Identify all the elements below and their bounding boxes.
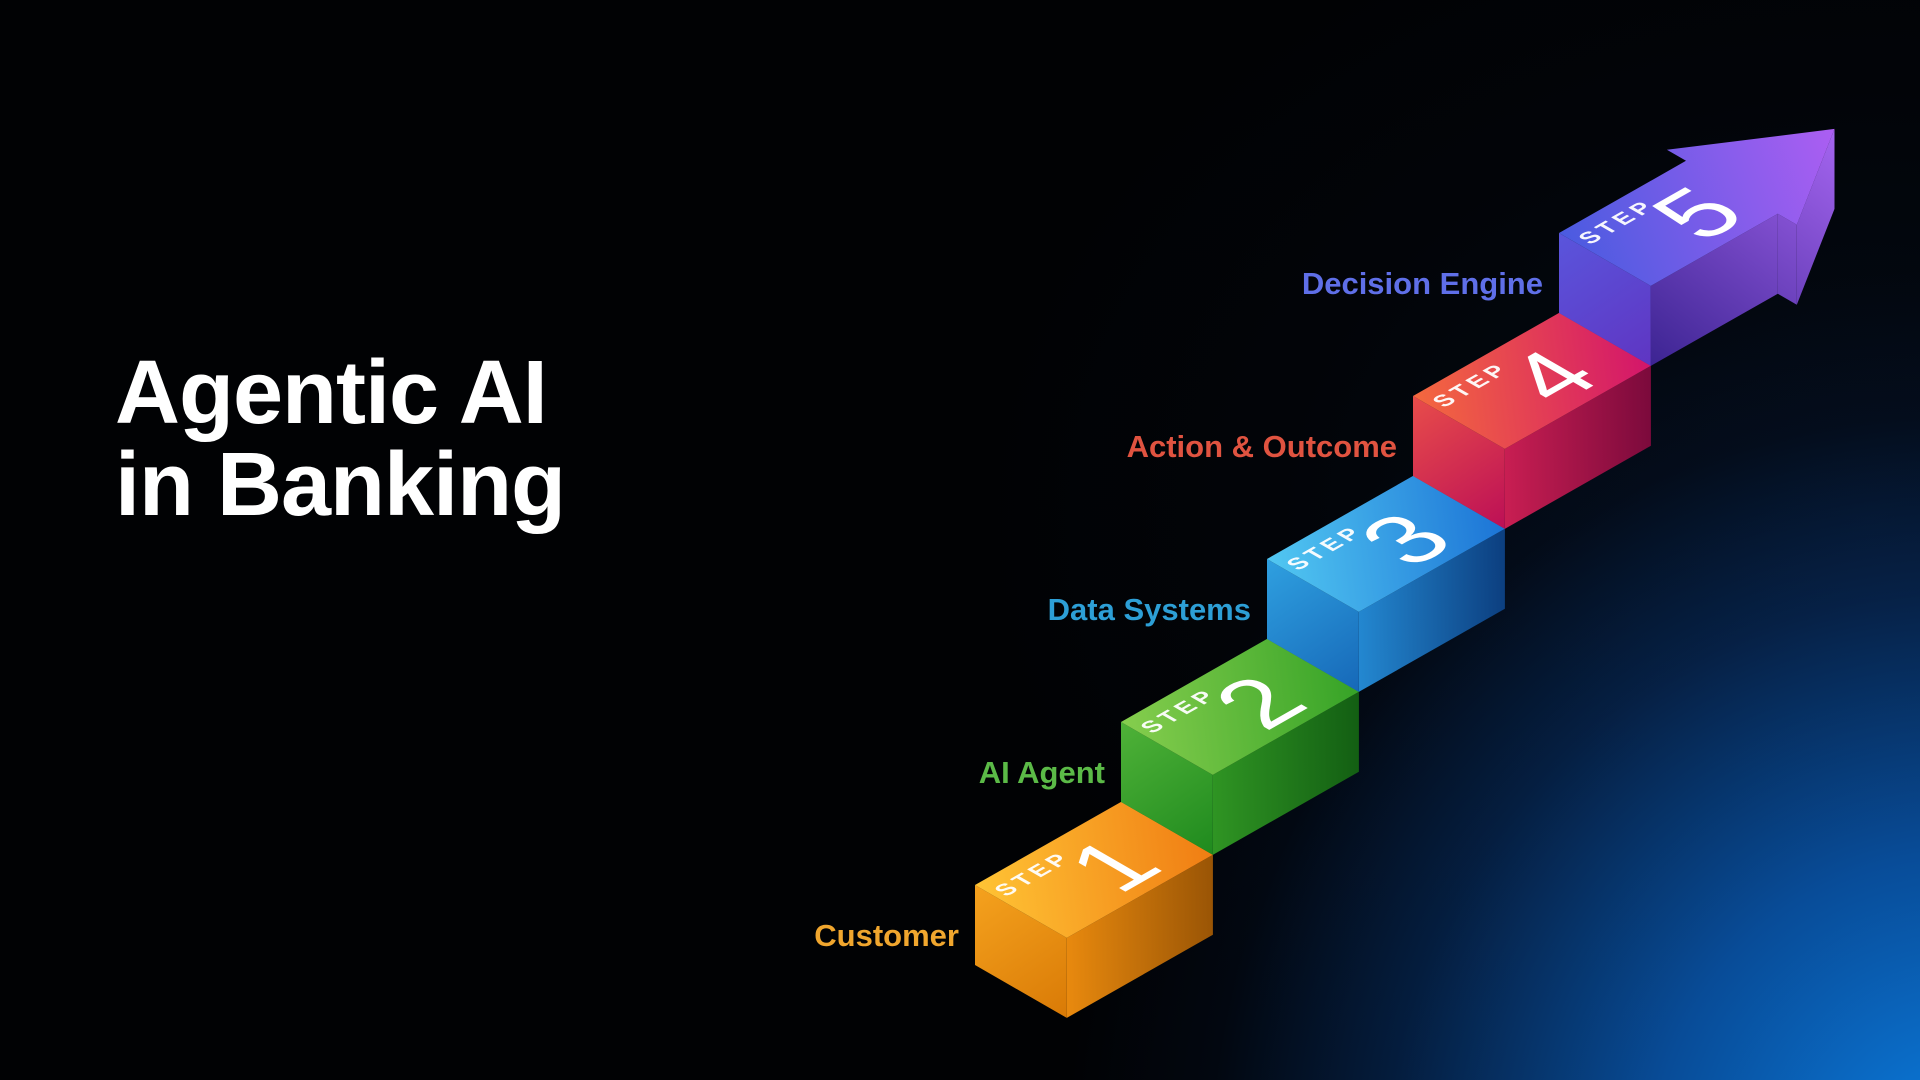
step-label-customer: Customer [814, 918, 959, 953]
step-side-face [1504, 365, 1651, 529]
step-label-action-outcome: Action & Outcome [1127, 429, 1397, 464]
step-side-face [1358, 528, 1505, 692]
step-tread-arrow [1559, 128, 1835, 286]
step-riser-face [1559, 233, 1651, 366]
step-riser-face [1413, 396, 1505, 529]
step-riser-face [975, 885, 1067, 1018]
step-tread [1121, 638, 1359, 775]
step-label-ai-agent: AI Agent [979, 755, 1105, 790]
arrow-side-face-0 [1796, 128, 1835, 305]
step-label-data-systems: Data Systems [1048, 592, 1251, 627]
arrow-side-face-1 [1777, 213, 1797, 305]
title-line-2: in Banking [115, 435, 566, 535]
title-line-1: Agentic AI [115, 343, 548, 443]
step-riser-face [1267, 559, 1359, 692]
arrow-side-face-2 [1650, 213, 1778, 366]
step-side-face [1212, 691, 1359, 855]
step-tread [975, 801, 1213, 938]
step-tread [1413, 312, 1651, 449]
page-title: Agentic AI in Banking [115, 343, 566, 535]
step-label-decision-engine: Decision Engine [1302, 266, 1543, 301]
step-tread [1267, 475, 1505, 612]
step-side-face [1066, 854, 1213, 1018]
step-riser-face [1121, 722, 1213, 855]
